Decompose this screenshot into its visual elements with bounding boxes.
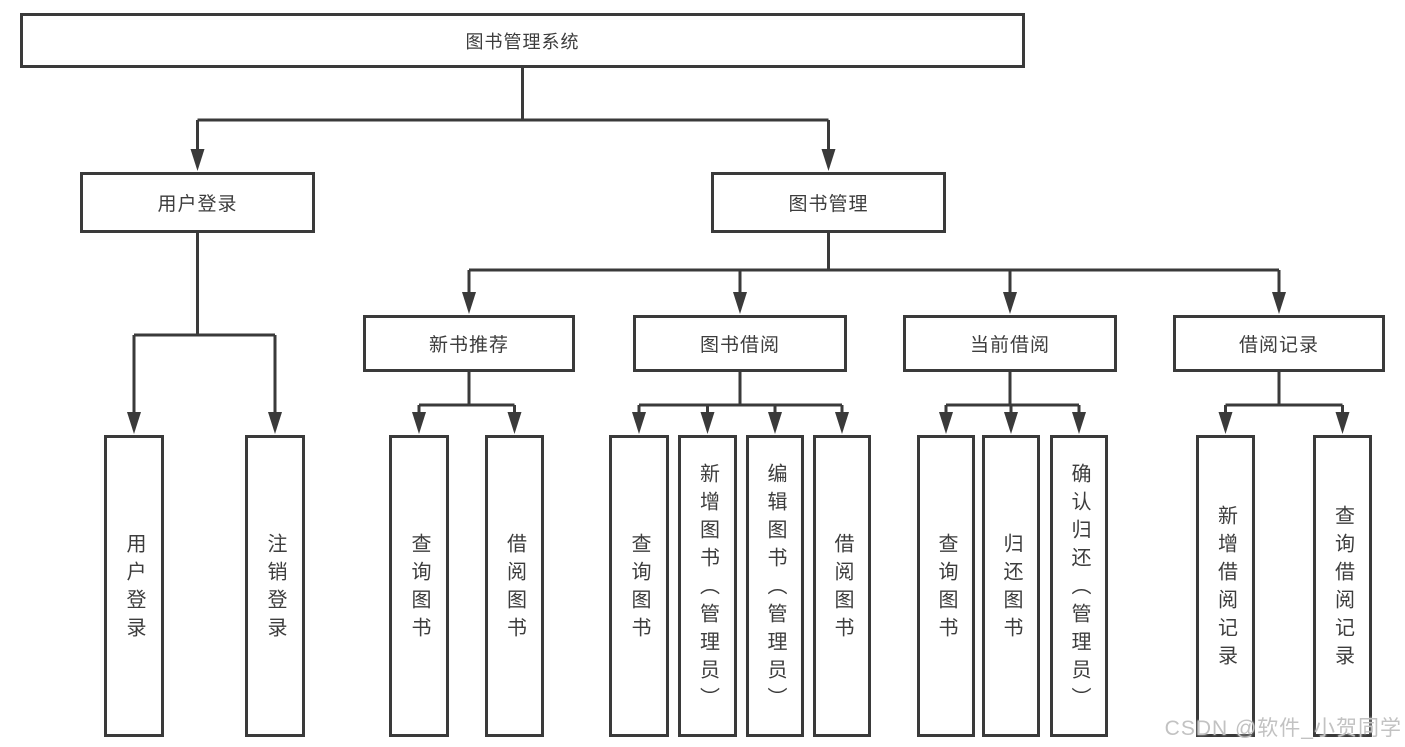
node-book-borrow: 图书借阅 (633, 315, 847, 372)
arrow-down-icon (733, 292, 747, 314)
arrow-down-icon (1272, 292, 1286, 314)
connector-book-borrow-to-leaves (637, 372, 844, 415)
arrow-down-icon (1218, 412, 1233, 434)
arrow-down-icon (190, 149, 205, 171)
node-label: 查询图书 (408, 533, 430, 645)
csdn-watermark: CSDN @软件_小贺同学 (1164, 717, 1402, 740)
arrow-down-icon (1335, 412, 1350, 434)
arrowheads (127, 149, 1350, 434)
arrow-down-icon (412, 412, 426, 434)
node-label: 图书管理系统 (465, 31, 580, 52)
node-label: 注销登录 (264, 533, 286, 645)
node-library-management-system: 图书管理系统 (20, 13, 1025, 68)
leaf-borrow-books: 借阅图书 (813, 435, 871, 737)
leaf-query-books-current: 查询图书 (917, 435, 975, 737)
arrow-down-icon (939, 412, 953, 434)
node-label: 查询借阅记录 (1331, 505, 1354, 673)
node-label: 新增借阅记录 (1214, 505, 1237, 673)
arrow-down-icon (127, 412, 141, 434)
node-label: 查询图书 (628, 533, 650, 645)
node-label: 图书管理 (788, 194, 869, 215)
leaf-add-borrow-record: 新增借阅记录 (1196, 435, 1255, 737)
node-label: 归还图书 (1000, 533, 1022, 645)
node-borrow-records: 借阅记录 (1173, 315, 1385, 372)
node-label: 借阅图书 (831, 533, 853, 645)
arrow-down-icon (268, 412, 282, 434)
leaf-query-books-recommend: 查询图书 (389, 435, 449, 737)
leaf-confirm-return-admin: 确认归还（管理员） (1050, 435, 1108, 737)
connector-root-to-level2 (196, 68, 830, 152)
arrow-down-icon (632, 412, 646, 434)
node-label: 编辑图书（管理员） (764, 463, 786, 715)
node-label: 查询图书 (935, 533, 957, 645)
arrow-down-icon (507, 412, 522, 434)
node-label: 当前借阅 (969, 335, 1050, 356)
connector-current-borrow-to-leaves (944, 372, 1081, 415)
leaf-user-login: 用户登录 (104, 435, 164, 737)
leaf-borrow-books-recommend: 借阅图书 (485, 435, 544, 737)
leaf-query-borrow-record: 查询借阅记录 (1313, 435, 1372, 737)
arrow-down-icon (1072, 412, 1086, 434)
leaf-logout: 注销登录 (245, 435, 305, 737)
arrow-down-icon (768, 412, 782, 434)
node-label: 新增图书（管理员） (696, 463, 719, 715)
node-label: 确认归还（管理员） (1068, 463, 1090, 715)
node-label: 借阅记录 (1238, 335, 1319, 356)
leaf-add-books-admin: 新增图书（管理员） (678, 435, 737, 737)
node-label: 用户登录 (157, 194, 238, 215)
node-book-management: 图书管理 (711, 172, 946, 233)
connector-user-login-to-leaves (132, 233, 277, 415)
node-label: 图书借阅 (699, 335, 780, 356)
node-current-borrow: 当前借阅 (903, 315, 1117, 372)
arrow-down-icon (835, 412, 849, 434)
node-label: 用户登录 (123, 533, 145, 645)
leaf-return-books: 归还图书 (982, 435, 1040, 737)
arrow-down-icon (700, 412, 715, 434)
leaf-edit-books-admin: 编辑图书（管理员） (746, 435, 804, 737)
connector-book-management-to-level3 (467, 233, 1281, 295)
leaf-query-books-borrow: 查询图书 (609, 435, 669, 737)
connector-new-book-recommend-to-leaves (417, 372, 516, 415)
arrow-down-icon (462, 292, 476, 314)
node-label: 新书推荐 (428, 335, 509, 356)
node-label: 借阅图书 (503, 533, 526, 645)
arrow-down-icon (1003, 292, 1017, 314)
connector-borrow-records-to-leaves (1224, 372, 1344, 415)
node-new-book-recommend: 新书推荐 (363, 315, 575, 372)
arrow-down-icon (1004, 412, 1018, 434)
arrow-down-icon (821, 149, 836, 171)
node-user-login: 用户登录 (80, 172, 315, 233)
